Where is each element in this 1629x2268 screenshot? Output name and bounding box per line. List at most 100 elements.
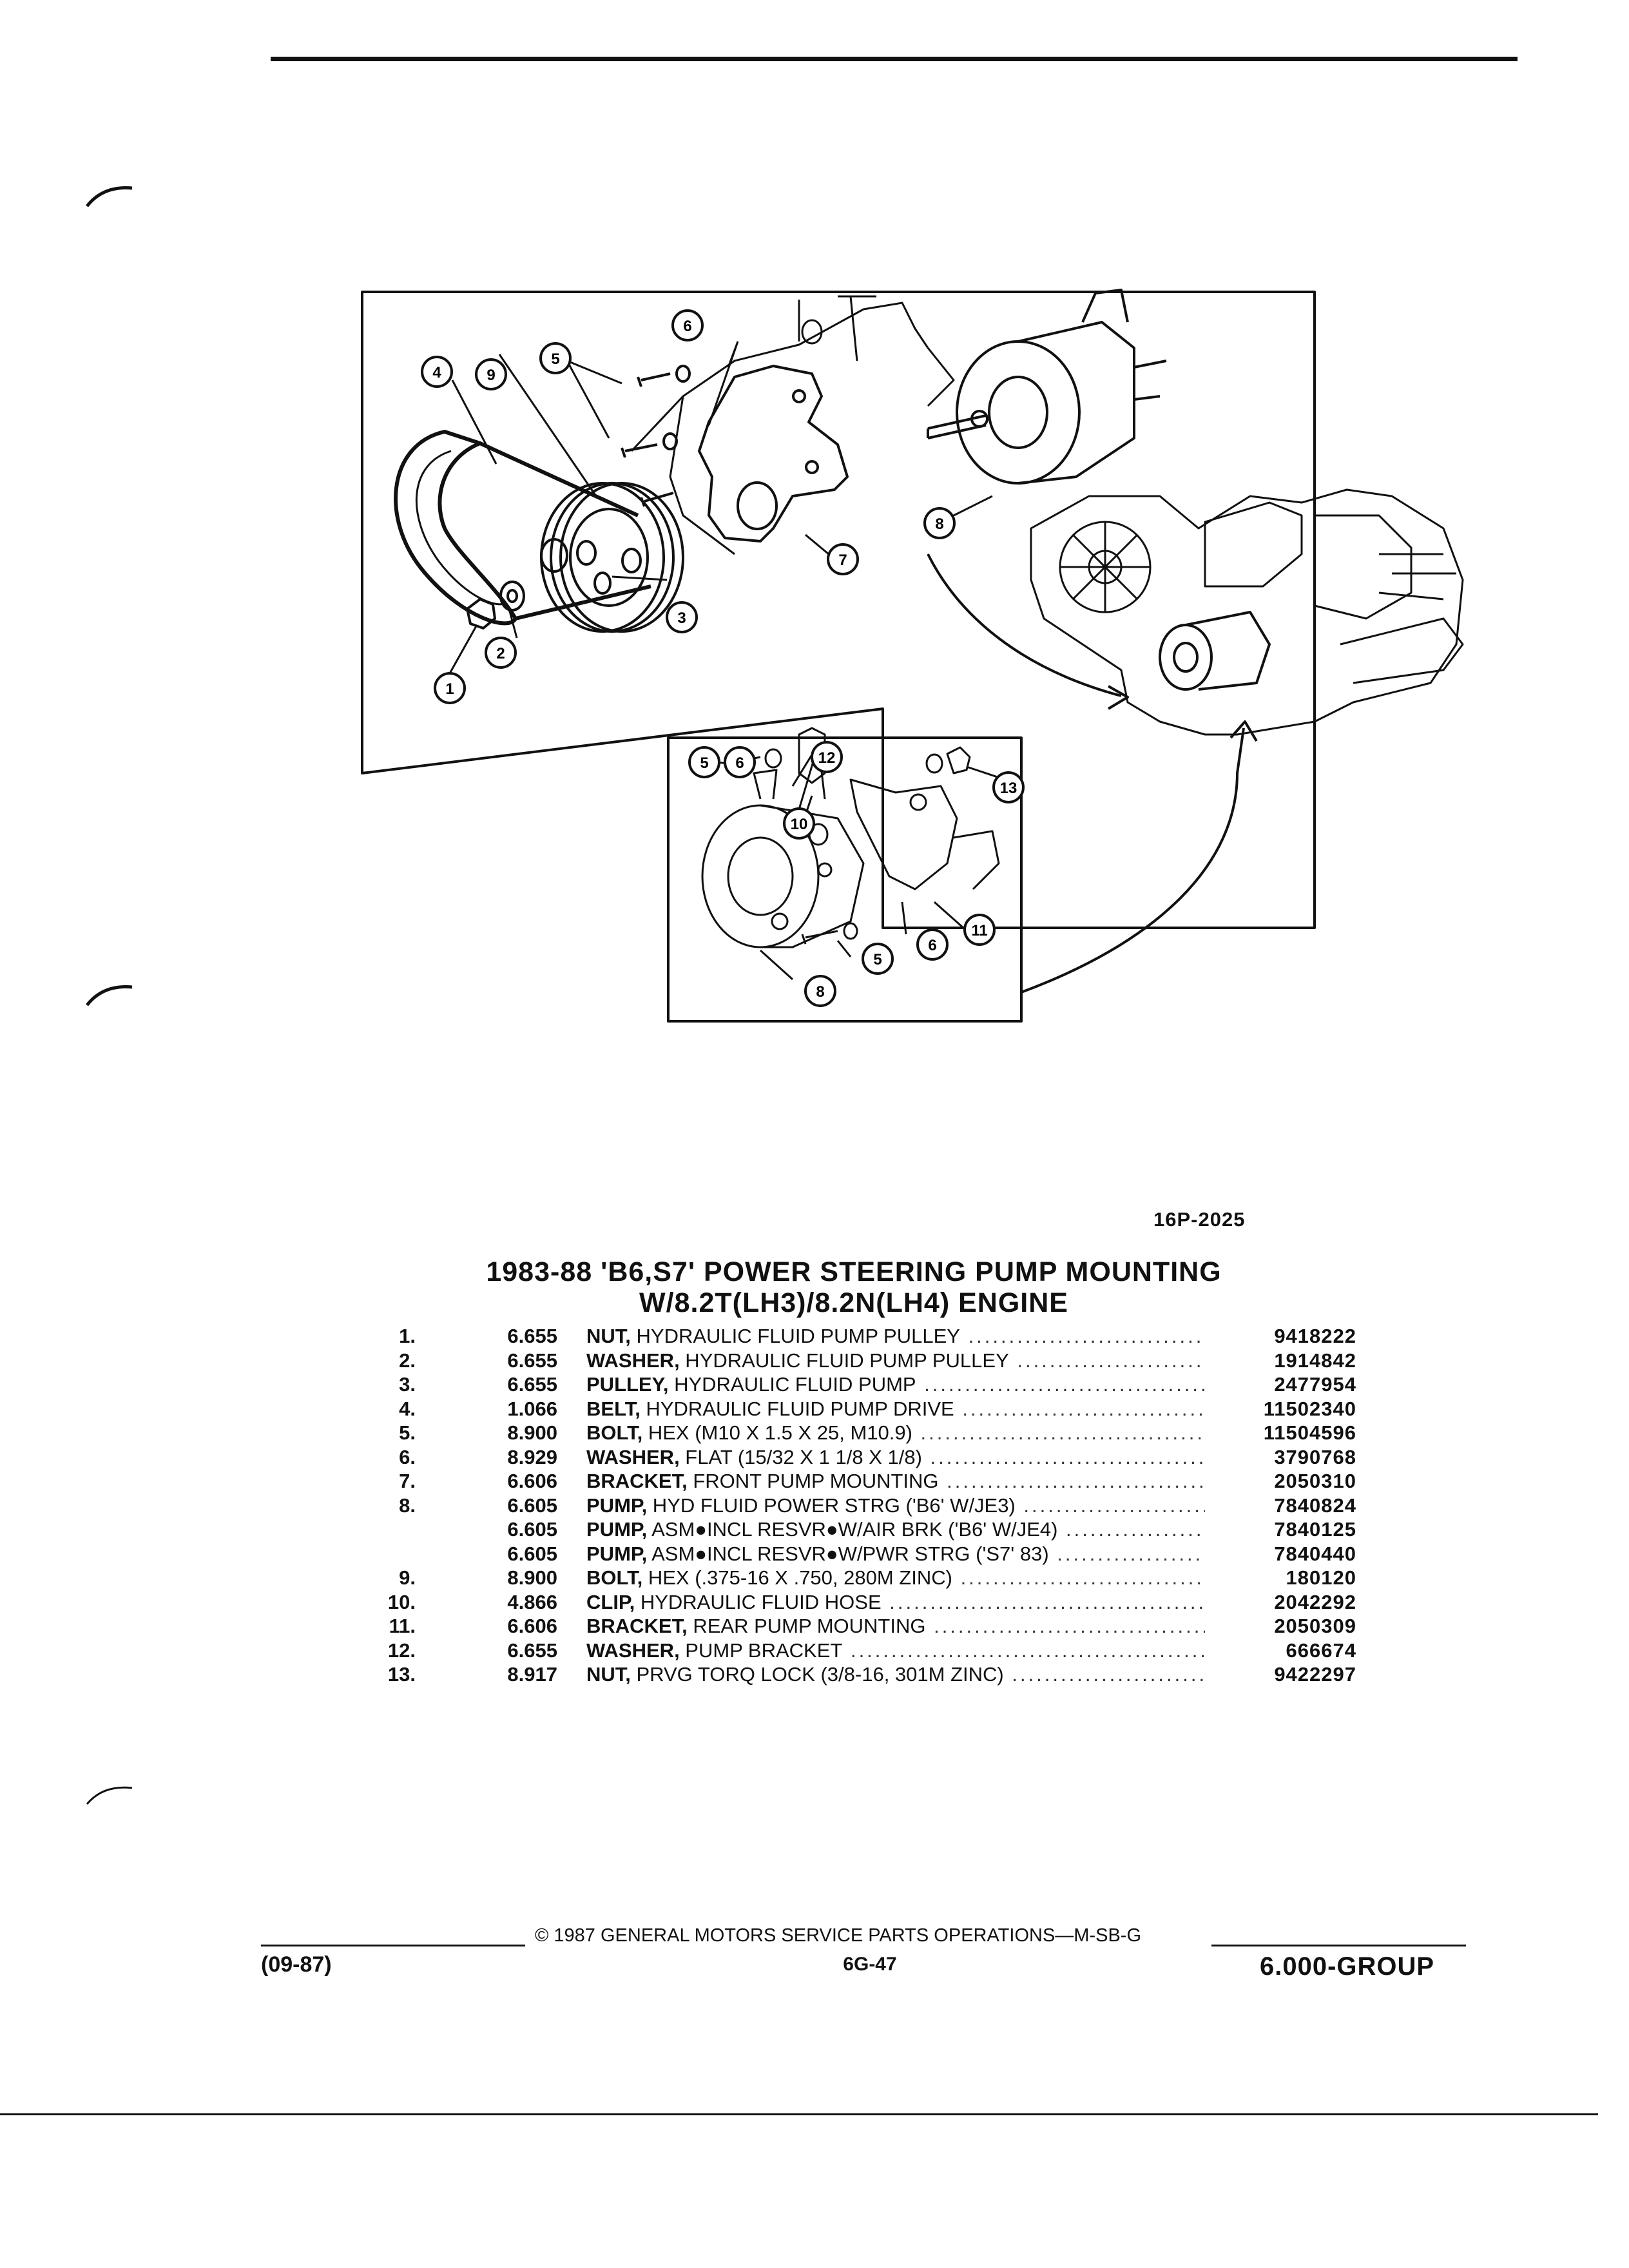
leader-dots: ........................................…	[1066, 1518, 1205, 1541]
callout-10-inset: 10	[783, 807, 815, 840]
item-number: 5.	[399, 1421, 416, 1444]
item-number: 2.	[399, 1349, 416, 1372]
part-number: 11504596	[1263, 1421, 1356, 1444]
svg-text:10: 10	[791, 816, 808, 833]
part-name: PUMP,	[586, 1494, 648, 1517]
part-number: 7840440	[1274, 1542, 1356, 1565]
item-number: 13.	[387, 1663, 416, 1686]
svg-text:8: 8	[816, 983, 824, 1001]
item-number: 9.	[399, 1566, 416, 1589]
group-code: 6.655	[507, 1325, 557, 1347]
leader-dots: ........................................…	[930, 1445, 1205, 1468]
part-number: 180120	[1286, 1566, 1356, 1589]
callout-6: 6	[671, 309, 704, 341]
part-description: PUMP, ASM●INCL RESVR●W/AIR BRK ('B6' W/J…	[586, 1517, 1205, 1542]
leader-dots: ........................................…	[947, 1470, 1205, 1492]
part-number: 666674	[1286, 1639, 1356, 1662]
callout-7: 7	[827, 543, 859, 575]
part-name: WASHER,	[586, 1639, 680, 1662]
svg-text:6: 6	[683, 318, 691, 335]
item-number: 10.	[387, 1590, 416, 1613]
callout-9: 9	[475, 358, 507, 390]
part-number: 3790768	[1274, 1445, 1356, 1468]
figure-reference: 16P-2025	[1153, 1208, 1246, 1231]
bottom-rule	[0, 2113, 1598, 2115]
part-detail: HYD FLUID POWER STRG ('B6' W/JE3)	[647, 1494, 1016, 1517]
leader-dots: ........................................…	[962, 1397, 1205, 1420]
part-name: WASHER,	[586, 1445, 680, 1468]
callout-1: 1	[434, 672, 466, 704]
part-description: BOLT, HEX (M10 X 1.5 X 25, M10.9) ......…	[586, 1421, 1205, 1445]
callout-6-inset-b: 6	[916, 928, 949, 961]
part-number: 1914842	[1274, 1349, 1356, 1372]
top-rule	[271, 57, 1518, 61]
part-number: 9418222	[1274, 1325, 1356, 1347]
part-detail: FRONT PUMP MOUNTING	[687, 1470, 939, 1492]
svg-text:5: 5	[873, 951, 882, 968]
part-description: CLIP, HYDRAULIC FLUID HOSE .............…	[586, 1590, 1205, 1615]
part-description: PULLEY, HYDRAULIC FLUID PUMP ...........…	[586, 1372, 1205, 1397]
part-name: BOLT,	[586, 1421, 643, 1444]
part-name: PUMP,	[586, 1542, 648, 1565]
leader-dots: ........................................…	[1017, 1349, 1205, 1372]
svg-text:3: 3	[677, 610, 686, 627]
part-name: WASHER,	[586, 1349, 680, 1372]
part-detail: PUMP BRACKET	[679, 1639, 843, 1662]
leader-dots: ........................................…	[920, 1421, 1205, 1444]
item-number: 7.	[399, 1470, 416, 1492]
part-detail: HEX (.375-16 X .750, 280M ZINC)	[642, 1566, 952, 1589]
leader-lines	[448, 341, 1006, 981]
front-bracket	[698, 365, 849, 543]
part-number: 7840824	[1274, 1494, 1356, 1517]
callout-2: 2	[485, 637, 517, 669]
part-row: 6.605 PUMP, ASM●INCL RESVR●W/PWR STRG ('S…	[358, 1542, 1356, 1566]
svg-text:13: 13	[1000, 780, 1017, 797]
svg-text:1: 1	[445, 680, 454, 698]
callout-12-inset: 12	[811, 741, 843, 773]
pump-pulley	[540, 482, 684, 633]
part-number: 7840125	[1274, 1518, 1356, 1541]
pulley-nut	[466, 598, 496, 629]
callout-5-inset: 5	[688, 746, 720, 778]
part-description: PUMP, HYD FLUID POWER STRG ('B6' W/JE3) …	[586, 1494, 1205, 1518]
part-number: 9422297	[1274, 1663, 1356, 1686]
svg-text:6: 6	[735, 754, 744, 772]
part-description: BRACKET, FRONT PUMP MOUNTING ...........…	[586, 1469, 1205, 1494]
pump-assembly-top	[927, 289, 1167, 485]
callout-8-inset: 8	[804, 975, 836, 1007]
group-code: 8.917	[507, 1663, 557, 1686]
callout-6-inset: 6	[724, 746, 756, 778]
bolts-front	[621, 365, 691, 507]
svg-text:9: 9	[487, 367, 495, 384]
main-view-frame	[361, 291, 1316, 929]
pointer-arrow-lower	[1021, 727, 1245, 994]
part-description: NUT, HYDRAULIC FLUID PUMP PULLEY .......…	[586, 1324, 1205, 1349]
part-description: BOLT, HEX (.375-16 X .750, 280M ZINC) ..…	[586, 1566, 1205, 1590]
part-name: NUT,	[586, 1663, 631, 1686]
group-code: 6.605	[507, 1542, 557, 1565]
group-code: 6.655	[507, 1639, 557, 1662]
binder-marks	[86, 186, 133, 1805]
part-number: 2042292	[1274, 1590, 1356, 1613]
item-number: 1.	[399, 1325, 416, 1347]
part-description: WASHER, HYDRAULIC FLUID PUMP PULLEY ....…	[586, 1349, 1205, 1373]
engine-view	[1030, 488, 1464, 736]
callout-3: 3	[666, 601, 698, 633]
svg-text:5: 5	[551, 351, 559, 368]
revision-date: (09-87)	[261, 1952, 332, 1977]
part-number: 2477954	[1274, 1373, 1356, 1396]
part-description: PUMP, ASM●INCL RESVR●W/PWR STRG ('S7' 83…	[586, 1542, 1205, 1566]
part-description: BELT, HYDRAULIC FLUID PUMP DRIVE .......…	[586, 1397, 1205, 1421]
item-number: 4.	[399, 1397, 416, 1420]
inset-parts	[701, 727, 1000, 948]
leader-dots: ........................................…	[850, 1639, 1205, 1662]
group-code: 6.655	[507, 1373, 557, 1396]
group-code: 6.605	[507, 1518, 557, 1541]
group-code: 6.655	[507, 1349, 557, 1372]
